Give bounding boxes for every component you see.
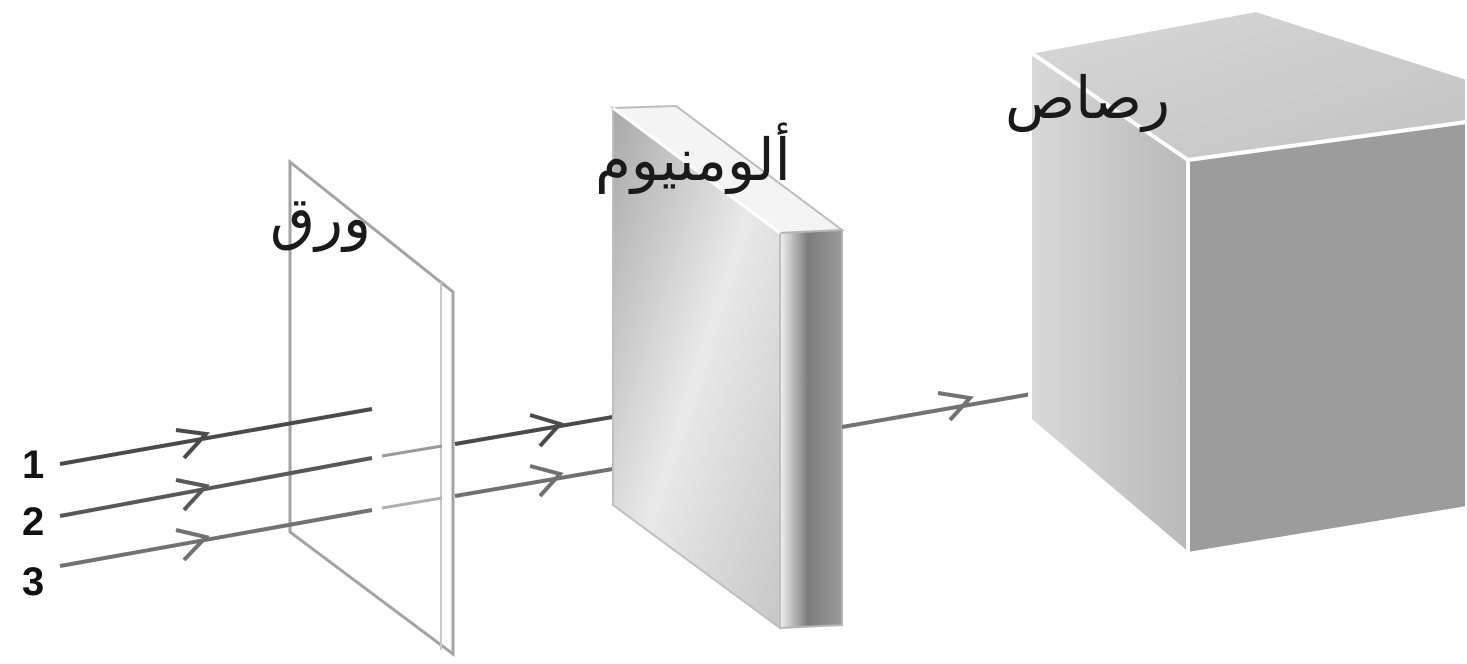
aluminum-slab: [610, 104, 845, 630]
ray-label-2: 2: [22, 500, 44, 544]
ray-label-1: 1: [22, 443, 44, 487]
lead-label: رصاص: [1005, 64, 1170, 133]
ray-label-3: 3: [22, 560, 44, 604]
ray-2-through-paper: [381, 444, 443, 458]
lead-cube: [1024, 7, 1467, 559]
paper-label: ورق: [270, 184, 371, 253]
ray-2-segment-a: [59, 456, 373, 518]
ray-1-segment-a: [59, 407, 373, 466]
ray-3-segment-a: [59, 508, 373, 568]
ray-3-through-paper: [381, 496, 443, 510]
aluminum-label: ألومنيوم: [595, 121, 791, 195]
